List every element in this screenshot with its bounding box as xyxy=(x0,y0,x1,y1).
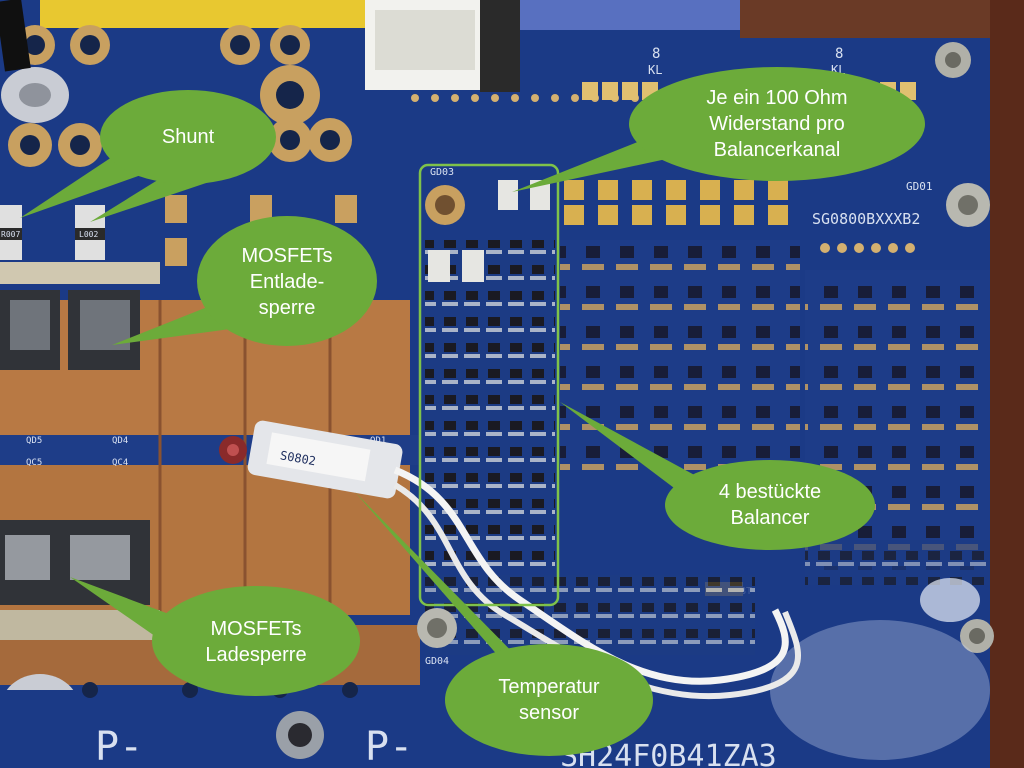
callout-mosfet-discharge-shape xyxy=(197,216,377,346)
label-qd5: QD5 xyxy=(26,436,42,446)
foam-residue xyxy=(920,578,980,622)
label-8-left: 8 xyxy=(652,46,660,62)
label-qd4: QD4 xyxy=(112,436,128,446)
pad xyxy=(250,195,272,223)
lower-right-components xyxy=(805,540,990,585)
shunt-label-1: R007 xyxy=(1,230,20,239)
callout-temperature-shape xyxy=(445,644,653,756)
label-gd03: GD03 xyxy=(430,167,454,178)
callout-resistor-text: Je ein 100 Ohm Widerstand pro Balancerka… xyxy=(706,87,848,161)
connector-slot xyxy=(375,10,475,70)
foam-residue xyxy=(770,620,990,760)
terminal-hole xyxy=(70,135,90,155)
lower-components xyxy=(425,575,755,655)
top-edge-shadow xyxy=(740,0,990,38)
resistor-row xyxy=(498,180,788,225)
standoff-gd04 xyxy=(427,618,447,638)
board-model-top: SG0800BXXXB2 xyxy=(812,210,920,228)
shunt-resistor xyxy=(75,228,105,240)
black-cable xyxy=(0,0,31,72)
balancer-components xyxy=(425,240,555,570)
callout-balancer-shape xyxy=(665,460,875,550)
label-gd01: GD01 xyxy=(906,180,933,193)
terminal-hole xyxy=(280,35,300,55)
standoff-gd01 xyxy=(958,195,978,215)
callout-shunt-text: Shunt xyxy=(161,126,215,148)
pcb-bolt xyxy=(227,444,239,456)
callout-balancer-text: 4 bestückte Balancer xyxy=(718,481,822,529)
label-qc5: QC5 xyxy=(26,458,42,468)
shunt-resistor xyxy=(0,228,22,240)
terminal-hole xyxy=(276,81,304,109)
via xyxy=(82,682,98,698)
callout-shunt-shape xyxy=(100,90,276,184)
label-8-right: 8 xyxy=(835,46,843,62)
solder-joint xyxy=(19,83,51,107)
header-pin-row-right xyxy=(820,243,915,253)
screw-top-right xyxy=(945,52,961,68)
label-kl-left: KL xyxy=(648,63,662,77)
board-edge-right xyxy=(990,0,1024,768)
terminal-hole xyxy=(280,130,300,150)
mosfet-highlight xyxy=(70,535,130,580)
label-p-minus-1: P- xyxy=(95,724,143,768)
shunt-label-2: L002 xyxy=(79,230,98,239)
sensor-code: S0802 xyxy=(279,448,317,468)
terminal-hole xyxy=(230,35,250,55)
callout-mosfet-charge-shape xyxy=(152,586,360,696)
p-minus-pad xyxy=(0,690,430,768)
callout-temperature-text: Temperatur sensor xyxy=(498,676,600,724)
via xyxy=(342,682,358,698)
mosfet-highlight xyxy=(5,535,50,580)
pad xyxy=(335,195,357,223)
callout-mosfet-charge-text: MOSFETs Ladesperre xyxy=(205,618,307,666)
terminal-hole xyxy=(25,35,45,55)
standoff-gd03 xyxy=(435,195,455,215)
label-qc4: QC4 xyxy=(112,458,128,468)
yellow-strip xyxy=(40,0,370,28)
mounting-hole xyxy=(288,723,312,747)
mosfet-tab-strip xyxy=(0,262,160,284)
callout-resistor-shape xyxy=(629,67,925,181)
pad xyxy=(165,195,187,223)
screw-bottom-right xyxy=(969,628,985,644)
label-gd04: GD04 xyxy=(425,656,449,667)
temperature-sensor-label xyxy=(266,432,371,482)
resistor-pair xyxy=(462,250,484,282)
label-p-minus-2: P- xyxy=(365,724,413,768)
terminal-hole xyxy=(80,35,100,55)
pad xyxy=(165,238,187,266)
blue-cable-top xyxy=(500,0,740,30)
via xyxy=(182,682,198,698)
balancer-highlight-box xyxy=(418,163,560,607)
terminal-hole xyxy=(320,130,340,150)
mosfet-highlight xyxy=(10,300,50,350)
connector-shadow xyxy=(480,0,520,92)
terminal-hole xyxy=(20,135,40,155)
callout-mosfet-discharge-text: MOSFETs Entlade- sperre xyxy=(241,245,333,319)
resistor-pair xyxy=(428,250,450,282)
